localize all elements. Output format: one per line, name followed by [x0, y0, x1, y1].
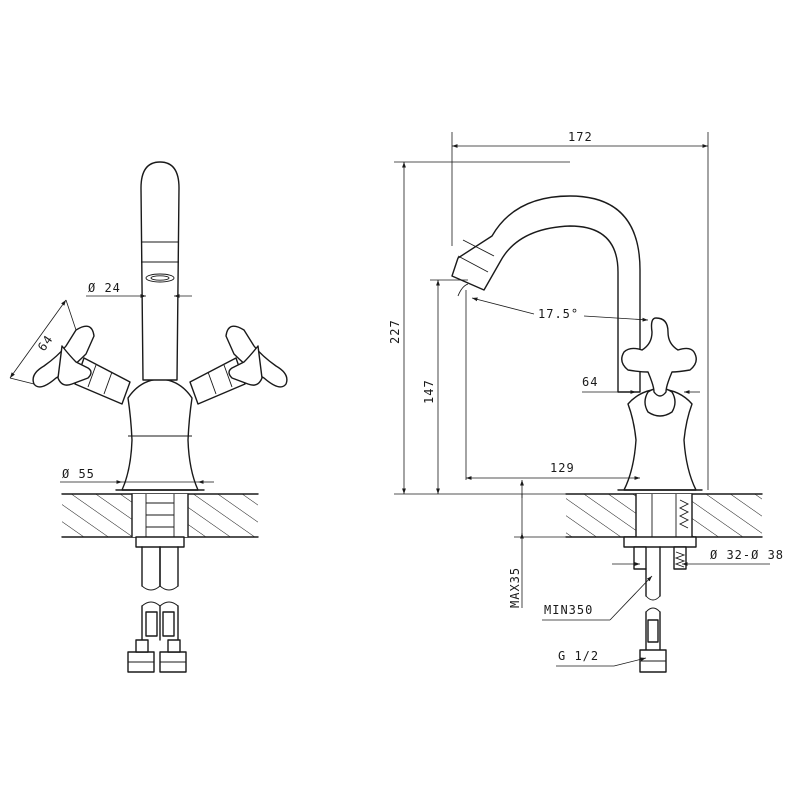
leader-min350-label: MIN350 — [544, 603, 593, 617]
leader-min350: MIN350 — [542, 575, 653, 621]
cross-handle-side — [621, 317, 697, 417]
dim-d24-label: Ø 24 — [88, 281, 121, 295]
side-view: 172 227 147 17.5° 64 — [388, 130, 784, 673]
dim-max35: MAX35 — [508, 480, 566, 608]
leader-g12: G 1/2 — [556, 649, 647, 667]
spout-front — [140, 161, 180, 381]
dim-d32-38-label: Ø 32-Ø 38 — [710, 548, 784, 562]
countertop-front — [61, 493, 259, 538]
leader-g12-label: G 1/2 — [558, 649, 599, 663]
dim-129-label: 129 — [550, 461, 575, 475]
connector-side — [623, 536, 697, 673]
supply-hoses-front — [127, 536, 187, 673]
dim-64-right: 64 — [582, 375, 700, 394]
dim-147-label: 147 — [422, 379, 436, 404]
dim-d55: Ø 55 — [60, 467, 214, 484]
dim-64-right-label: 64 — [582, 375, 598, 389]
dim-d32-38: Ø 32-Ø 38 — [612, 548, 784, 566]
faucet-base-front — [121, 378, 199, 491]
dim-17-5: 17.5° — [471, 297, 649, 322]
dim-227: 227 — [388, 161, 570, 495]
front-view: Ø 24 64 Ø 55 — [9, 161, 288, 673]
dim-147: 147 — [422, 279, 468, 494]
outlet-arc — [457, 283, 469, 297]
dim-227-label: 227 — [388, 319, 402, 344]
dim-d55-label: Ø 55 — [62, 467, 95, 481]
dim-17-5-label: 17.5° — [538, 307, 579, 321]
dim-172: 172 — [451, 130, 709, 490]
dim-172-label: 172 — [568, 130, 593, 144]
dim-d24: Ø 24 — [86, 281, 192, 298]
dim-64-left-label: 64 — [35, 332, 56, 354]
dim-max35-label: MAX35 — [508, 567, 522, 608]
dim-129: 129 — [466, 461, 640, 480]
right-handle-front — [189, 325, 288, 405]
gooseneck-spout — [451, 195, 641, 393]
countertop-side — [565, 493, 763, 538]
